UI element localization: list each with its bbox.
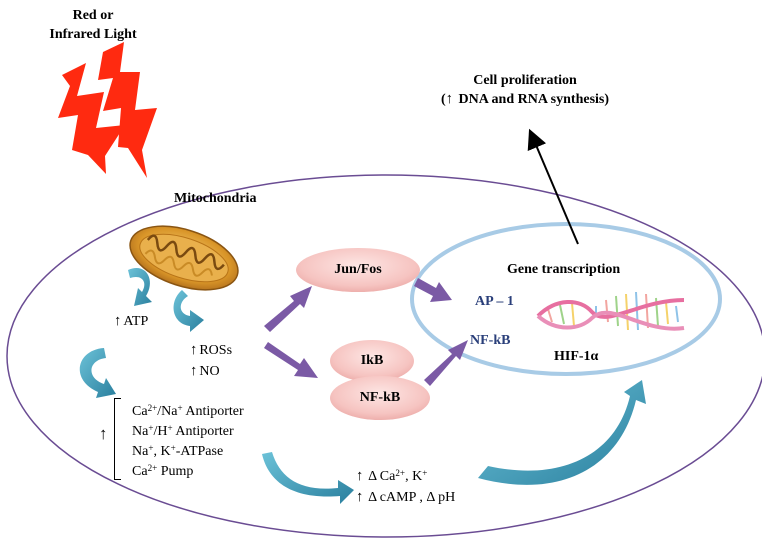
nucleus <box>410 222 722 376</box>
no-text: NO <box>199 364 220 379</box>
purple-arrow-junfos-to-nucleus <box>414 278 452 302</box>
dna-icon <box>536 291 685 331</box>
paren-open: ( <box>440 92 446 107</box>
hif-label: HIF-1α <box>554 349 599 364</box>
ap1-label: AP – 1 <box>475 294 514 309</box>
nfkb-pill <box>330 376 430 420</box>
junfos-pill <box>296 248 420 292</box>
delta-camp-ph: ↑ Δ cAMP , Δ pH <box>356 487 455 508</box>
mitochondria-label: Mitochondria <box>174 191 257 206</box>
ikb-pill <box>330 340 414 382</box>
cell-proliferation-label: Cell proliferation (↑ DNA and RNA synthe… <box>395 71 655 109</box>
ros-text: ROSs <box>199 343 233 358</box>
delta-ca-k: ↑ Δ Ca2+, K+ <box>356 466 455 487</box>
purple-arrow-to-junfos <box>264 286 312 332</box>
second-messengers: ↑ Δ Ca2+, K+ ↑ Δ cAMP , Δ pH <box>356 466 455 508</box>
up-arrow-icon: ↑ <box>356 489 364 505</box>
purple-arrow-nfkb-to-nucleus <box>424 340 468 386</box>
cell-proliferation-detail: (↑ DNA and RNA synthesis) <box>395 90 655 109</box>
light-source-label: Red or Infrared Light <box>18 6 168 44</box>
ca-na-antiporter: Ca2+/Na+ Antiporter <box>132 402 244 419</box>
up-arrow-icon: ↑ <box>190 363 198 379</box>
lightning-icon <box>58 42 157 178</box>
up-arrow-icon: ↑ <box>190 342 198 358</box>
cell-proliferation-detail-text: DNA and RNA synthesis) <box>454 92 610 107</box>
ion-transport-up-arrow: ↑ <box>99 424 109 443</box>
na-h-antiporter: Na+/H+ Antiporter <box>132 422 234 439</box>
ros-label: ↑ROSs ↑NO <box>190 340 232 382</box>
light-source-line1: Red or <box>72 8 114 23</box>
na-k-atpase: Na+, K+-ATPase <box>132 442 224 459</box>
ikb-label: IkB <box>360 353 384 368</box>
ion-transport-bracket <box>114 398 121 480</box>
purple-arrow-to-nfkb <box>264 342 318 378</box>
teal-arrow-atp <box>128 268 152 306</box>
atp-label: ↑ATP <box>114 314 148 329</box>
up-arrow-icon: ↑ <box>356 468 364 484</box>
junfos-label: Jun/Fos <box>334 262 382 277</box>
nucleus-nfkb-label: NF-kB <box>470 333 511 348</box>
cell-proliferation-title: Cell proliferation <box>473 73 577 88</box>
up-arrow-icon: ↑ <box>445 91 453 107</box>
up-arrow-icon: ↑ <box>114 313 122 329</box>
up-arrow-icon: ↑ <box>99 424 108 443</box>
teal-arrow-ros <box>173 290 204 332</box>
atp-text: ATP <box>123 314 149 329</box>
gene-transcription-title: Gene transcription <box>507 262 621 277</box>
teal-arrow-messengers <box>262 452 354 504</box>
mitochondria-icon <box>129 225 239 291</box>
teal-arrow-ion <box>79 348 116 398</box>
ca-pump: Ca2+ Pump <box>132 462 194 479</box>
ion-transport-list: Ca2+/Na+ Antiporter Na+/H+ Antiporter Na… <box>132 402 244 482</box>
teal-arrow-nucleus <box>478 380 646 485</box>
proliferation-arrow <box>527 128 579 245</box>
light-source-line2: Infrared Light <box>49 27 137 42</box>
nfkb-complex-label: NF-kB <box>359 390 401 405</box>
